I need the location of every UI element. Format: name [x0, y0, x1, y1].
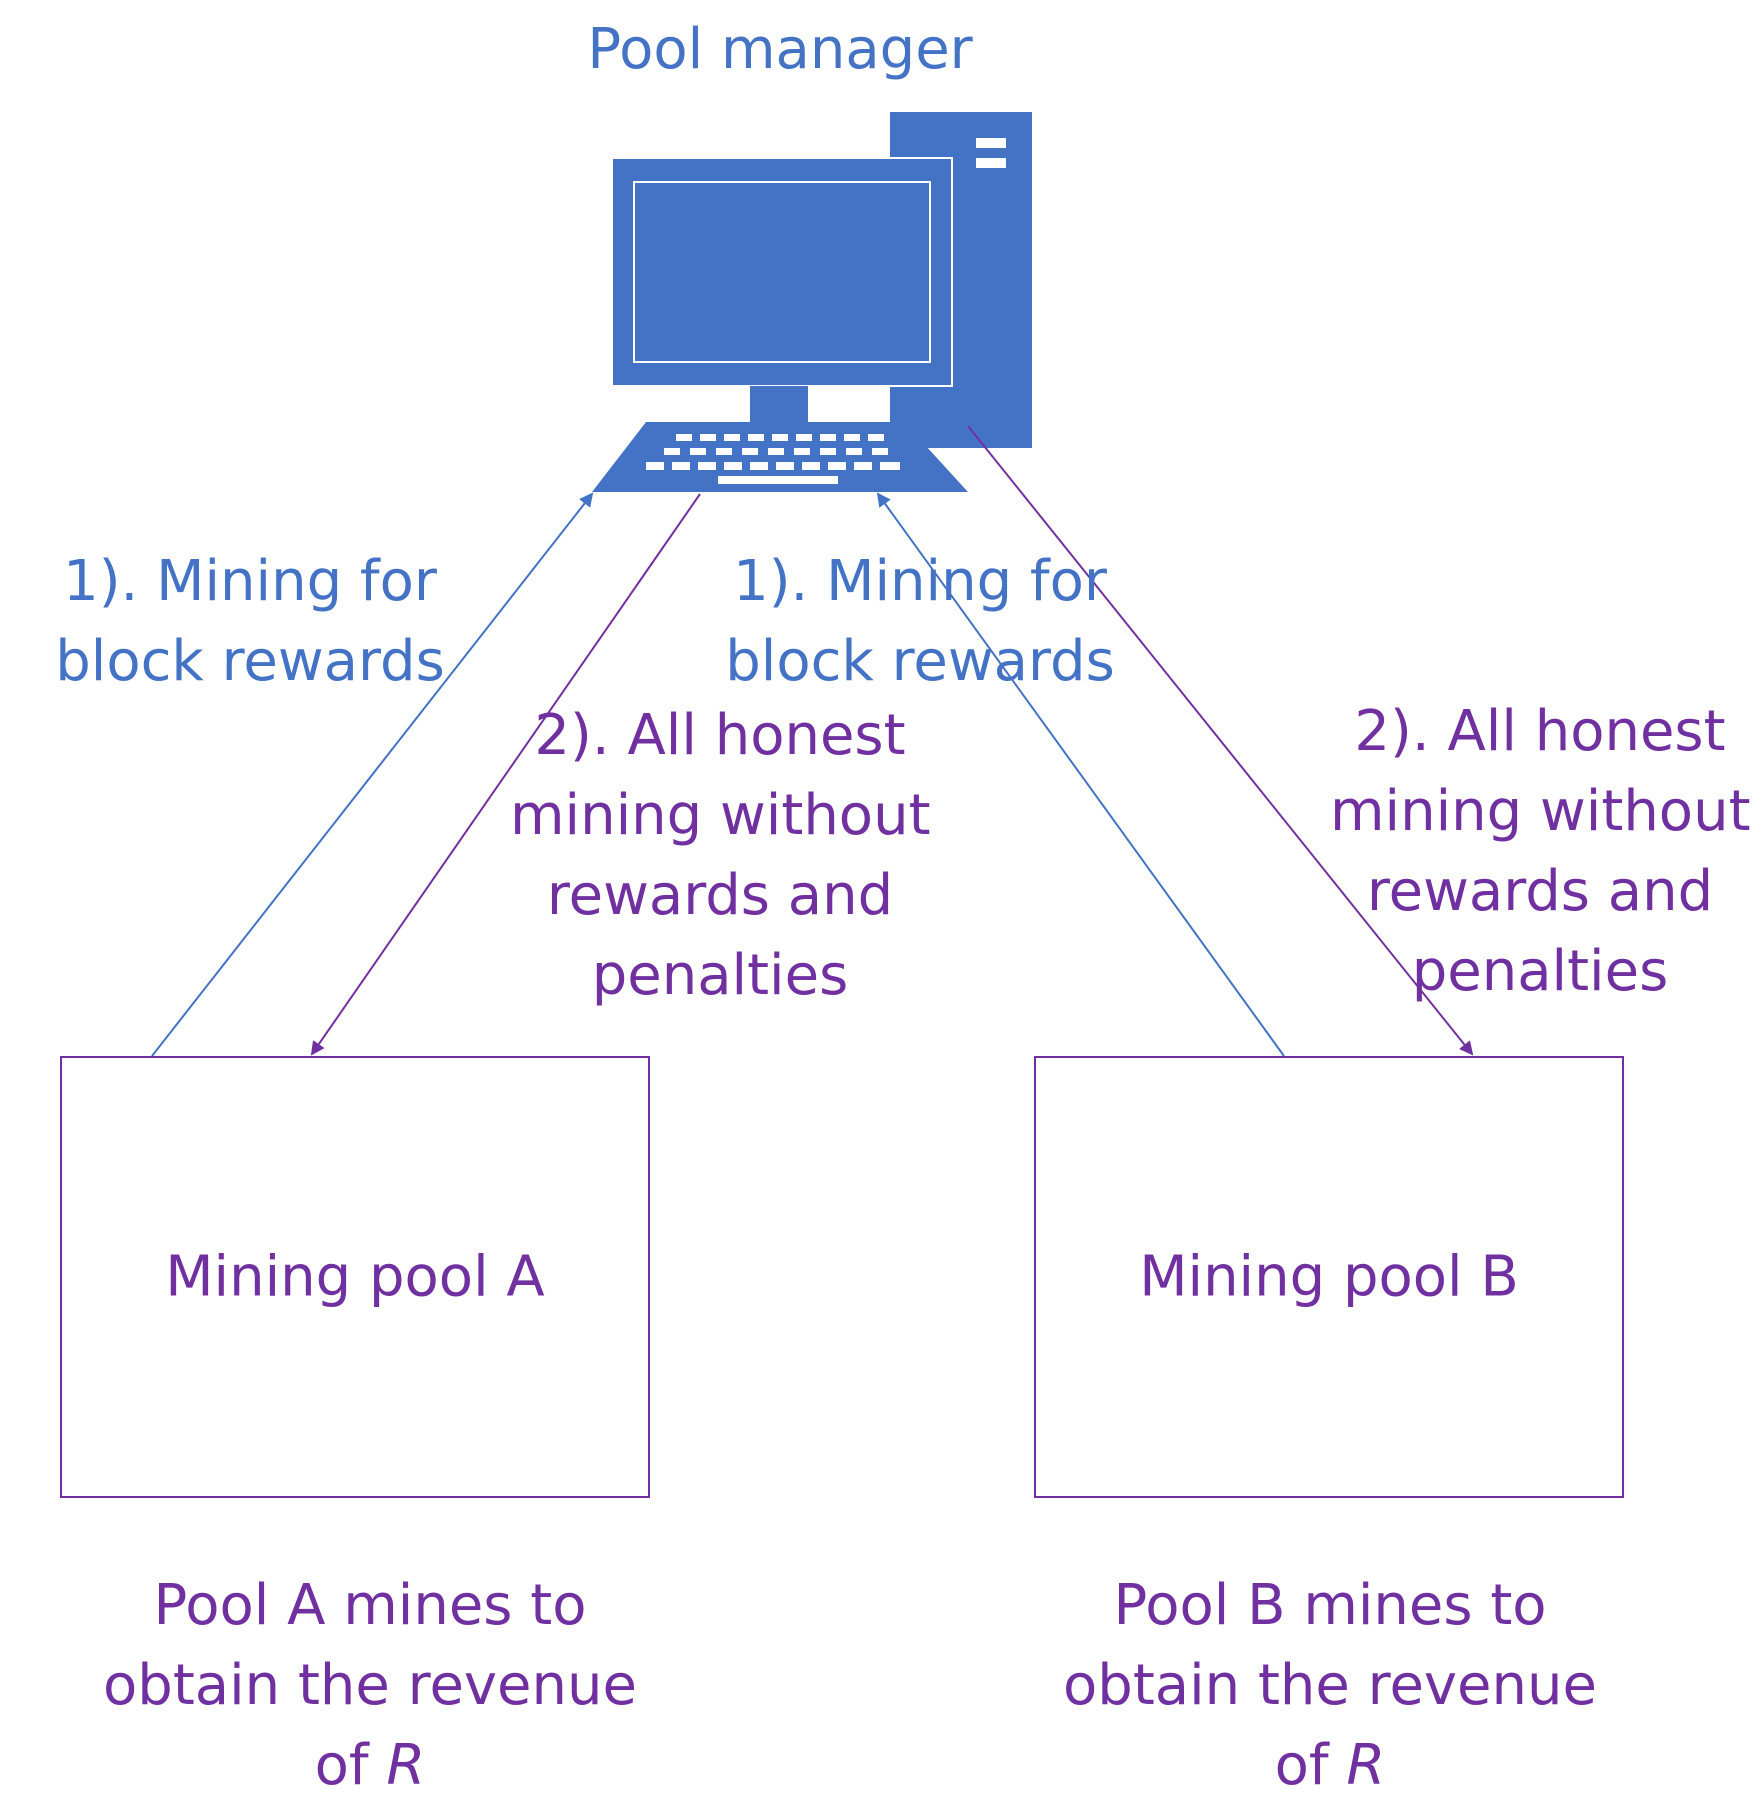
edge-b-mining-arrow [876, 492, 1285, 1057]
mining-pool-b-box: Mining pool B [1034, 1056, 1624, 1498]
desktop-computer-icon [592, 112, 1032, 492]
edge-b-honest-label: 2). All honest mining without rewards an… [1330, 699, 1751, 1004]
revenue-variable: R [386, 1733, 426, 1798]
pool-a-revenue-caption: Pool A mines to obtain the revenue of R [103, 1573, 637, 1798]
pool-manager-title: Pool manager [587, 17, 973, 82]
edge-a-mining-arrow [151, 492, 594, 1057]
edge-b-mining-label: 1). Mining for block rewards [725, 549, 1115, 694]
edge-b-honest-arrow [967, 425, 1474, 1056]
revenue-variable: R [1346, 1733, 1386, 1798]
mining-pool-b-label: Mining pool B [1139, 1244, 1519, 1310]
mining-pool-a-box: Mining pool A [60, 1056, 650, 1498]
pool-b-revenue-caption: Pool B mines to obtain the revenue of R [1063, 1573, 1597, 1798]
edge-a-honest-label: 2). All honest mining without rewards an… [510, 703, 931, 1008]
mining-pool-a-label: Mining pool A [165, 1244, 545, 1310]
edge-a-mining-label: 1). Mining for block rewards [55, 549, 445, 694]
edge-a-honest-arrow [310, 493, 701, 1056]
